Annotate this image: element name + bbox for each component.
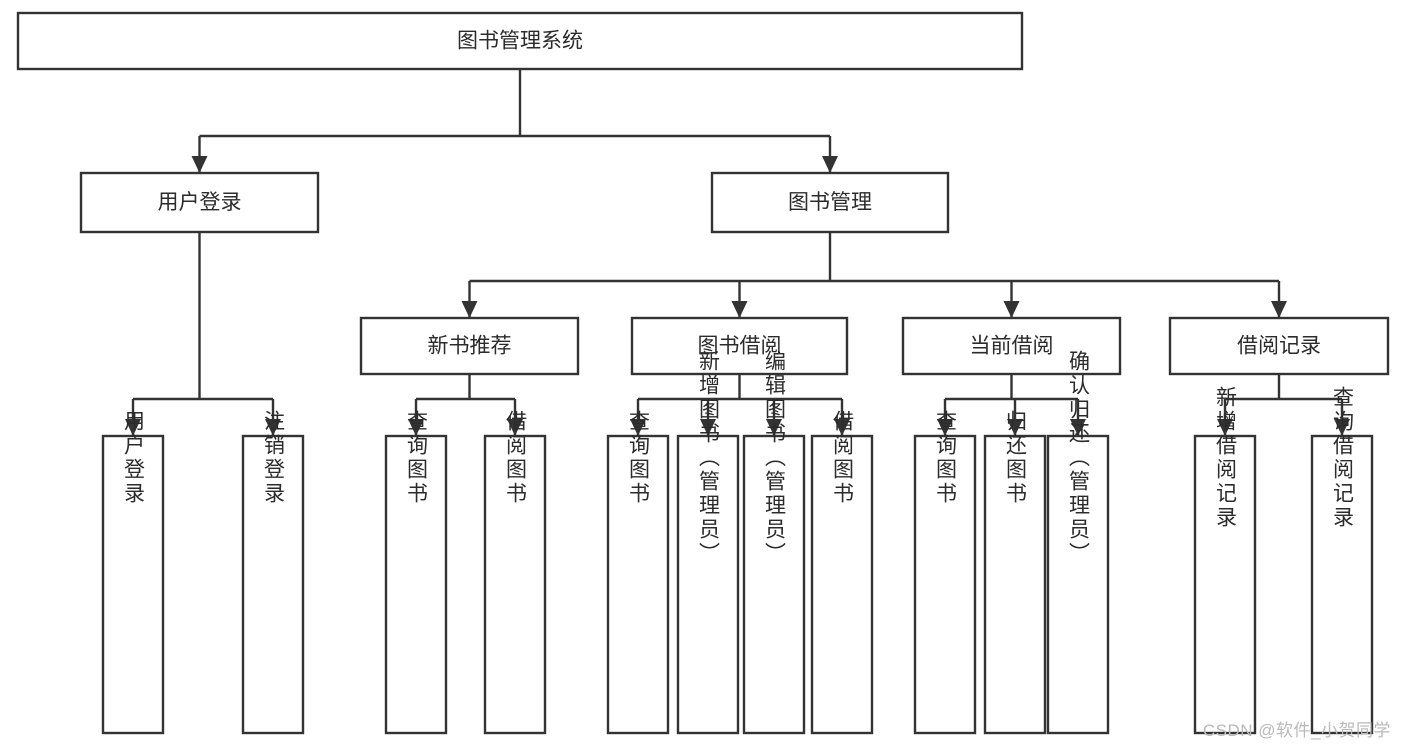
connector-group-book-manage: [461, 232, 1287, 318]
arrow-head-icon: [507, 419, 523, 436]
node-leaf-return-book[interactable]: 归还图书: [983, 410, 1047, 735]
connector-group-book-borrow: [630, 374, 850, 436]
node-leaf-query-book-borrow[interactable]: 查询图书: [606, 410, 670, 735]
arrow-head-icon: [1070, 419, 1086, 436]
node-box-leaf-query-borrow-record[interactable]: [1310, 434, 1374, 735]
node-label-leaf-query-book-recommend: 查询图书: [405, 410, 429, 506]
node-label-leaf-add-book-admin: 新增图书（管理员）: [697, 350, 721, 566]
arrow-head-icon: [191, 156, 208, 173]
node-label-borrow-record: 借阅记录: [1237, 335, 1321, 358]
node-label-current-borrow: 当前借阅: [970, 335, 1054, 358]
node-box-new-book-recommend[interactable]: [359, 316, 580, 376]
node-box-book-manage[interactable]: [710, 171, 950, 234]
node-box-leaf-query-book-borrow[interactable]: [606, 434, 670, 735]
node-leaf-borrow-book-recommend[interactable]: 借阅图书: [483, 410, 547, 735]
node-user-login[interactable]: 用户登录: [79, 171, 320, 234]
arrow-head-icon: [937, 419, 953, 436]
node-leaf-add-borrow-record[interactable]: 新增借阅记录: [1193, 386, 1257, 735]
arrow-head-icon: [700, 419, 716, 436]
node-label-leaf-user-login: 用户登录: [122, 410, 146, 506]
node-box-user-login[interactable]: [79, 171, 320, 234]
node-label-book-borrow: 图书借阅: [698, 335, 782, 358]
node-box-leaf-logout[interactable]: [241, 434, 305, 735]
node-box-book-borrow[interactable]: [630, 316, 849, 376]
node-label-book-manage: 图书管理: [788, 191, 872, 214]
node-label-leaf-confirm-return-admin: 确认归还（管理员）: [1067, 350, 1091, 566]
node-label-leaf-query-book-current: 查询图书: [934, 410, 958, 506]
node-borrow-record[interactable]: 借阅记录: [1168, 316, 1390, 376]
node-box-leaf-borrow-book[interactable]: [810, 434, 874, 735]
node-leaf-query-book-current[interactable]: 查询图书: [913, 410, 977, 735]
connector-group-new-book-recommend: [408, 374, 523, 436]
node-box-leaf-add-borrow-record[interactable]: [1193, 434, 1257, 735]
connector-group-current-borrow: [937, 374, 1086, 436]
arrow-head-icon: [265, 419, 281, 436]
node-root[interactable]: 图书管理系统: [16, 11, 1024, 71]
node-label-user-login: 用户登录: [158, 191, 242, 214]
node-box-leaf-edit-book-admin[interactable]: [742, 434, 806, 735]
arrow-head-icon: [1217, 419, 1233, 436]
node-box-leaf-query-book-recommend[interactable]: [384, 434, 448, 735]
arrow-head-icon: [834, 419, 850, 436]
node-leaf-logout[interactable]: 注销登录: [241, 410, 305, 735]
node-box-leaf-add-book-admin[interactable]: [676, 434, 740, 735]
node-leaf-user-login[interactable]: 用户登录: [101, 410, 165, 735]
arrow-head-icon: [408, 419, 424, 436]
node-leaf-add-book-admin[interactable]: 新增图书（管理员）: [676, 350, 740, 735]
node-box-leaf-confirm-return-admin[interactable]: [1046, 434, 1110, 735]
node-label-leaf-query-book-borrow: 查询图书: [627, 410, 651, 506]
node-box-leaf-borrow-book-recommend[interactable]: [483, 434, 547, 735]
node-label-leaf-logout: 注销登录: [262, 410, 286, 506]
node-new-book-recommend[interactable]: 新书推荐: [359, 316, 580, 376]
node-book-borrow[interactable]: 图书借阅: [630, 316, 849, 376]
connectors-layer: [125, 69, 1350, 436]
arrow-head-icon: [630, 419, 646, 436]
arrow-head-icon: [1003, 301, 1020, 318]
node-label-leaf-borrow-book-recommend: 借阅图书: [504, 410, 528, 506]
arrow-head-icon: [822, 156, 838, 173]
node-box-borrow-record[interactable]: [1168, 316, 1390, 376]
nodes-layer: 图书管理系统用户登录图书管理新书推荐图书借阅当前借阅借阅记录用户登录注销登录查询…: [16, 11, 1390, 735]
node-leaf-query-borrow-record[interactable]: 查询借阅记录: [1310, 386, 1374, 735]
node-box-leaf-return-book[interactable]: [983, 434, 1047, 735]
node-label-leaf-query-borrow-record: 查询借阅记录: [1331, 386, 1355, 530]
node-label-leaf-edit-book-admin: 编辑图书（管理员）: [763, 350, 787, 566]
node-label-leaf-borrow-book: 借阅图书: [831, 410, 855, 506]
arrow-head-icon: [1334, 419, 1350, 436]
arrow-head-icon: [461, 301, 478, 318]
node-box-leaf-query-book-current[interactable]: [913, 434, 977, 735]
node-book-manage[interactable]: 图书管理: [710, 171, 950, 234]
node-label-root: 图书管理系统: [457, 30, 583, 53]
node-leaf-borrow-book[interactable]: 借阅图书: [810, 410, 874, 735]
connector-group-root: [191, 69, 838, 173]
arrow-head-icon: [125, 419, 141, 436]
node-label-leaf-add-borrow-record: 新增借阅记录: [1214, 386, 1238, 530]
node-leaf-query-book-recommend[interactable]: 查询图书: [384, 410, 448, 735]
node-box-leaf-user-login[interactable]: [101, 434, 165, 735]
connector-group-user-login: [125, 232, 281, 436]
node-leaf-edit-book-admin[interactable]: 编辑图书（管理员）: [742, 350, 806, 735]
connector-group-borrow-record: [1217, 374, 1350, 436]
node-label-leaf-return-book: 归还图书: [1004, 410, 1028, 506]
arrow-head-icon: [766, 419, 782, 436]
arrow-head-icon: [1271, 301, 1287, 318]
node-box-root[interactable]: [16, 11, 1024, 71]
node-current-borrow[interactable]: 当前借阅: [901, 316, 1122, 376]
node-label-new-book-recommend: 新书推荐: [428, 335, 512, 358]
node-box-current-borrow[interactable]: [901, 316, 1122, 376]
arrow-head-icon: [1007, 419, 1023, 436]
node-leaf-confirm-return-admin[interactable]: 确认归还（管理员）: [1046, 350, 1110, 735]
arrow-head-icon: [731, 301, 748, 318]
